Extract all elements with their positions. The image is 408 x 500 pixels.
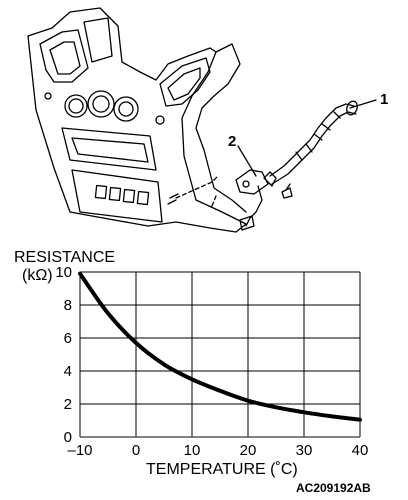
gauge-right <box>113 96 139 122</box>
instrument-panel-illustration <box>27 7 377 233</box>
gauge-center-inner <box>92 95 110 113</box>
x-tick-label: 20 <box>240 442 257 459</box>
y-tick-label: 2 <box>64 396 72 413</box>
y-tick-label: 4 <box>64 363 72 380</box>
right-vent <box>159 57 211 107</box>
control-button-2 <box>108 186 122 202</box>
leader-line-2 <box>237 145 257 177</box>
x-tick-label: 10 <box>184 442 201 459</box>
y-tick-label: 8 <box>64 297 72 314</box>
climate-control-block <box>71 169 163 223</box>
routing-dashed-line <box>175 175 219 207</box>
control-button-4 <box>136 190 150 206</box>
x-tick-labels: –10 0 10 20 30 40 <box>67 442 368 459</box>
panel-slot-lines <box>167 193 179 205</box>
x-axis-label: TEMPERATURE (˚C) <box>146 461 298 478</box>
knob-left <box>44 92 52 100</box>
control-button-3 <box>122 188 136 204</box>
display-slot <box>61 127 157 171</box>
left-vent-inner <box>49 41 81 75</box>
sensor-clip <box>263 171 277 187</box>
x-tick-label: 30 <box>296 442 313 459</box>
callout-1: 1 <box>380 91 388 108</box>
screw <box>281 183 293 199</box>
panel-outline <box>27 27 247 233</box>
sensor-wire <box>245 185 263 227</box>
y-tick-label: 6 <box>64 330 72 347</box>
sensor-bracket <box>235 169 269 195</box>
x-tick-label: 0 <box>132 442 140 459</box>
y-tick-label: 10 <box>55 264 72 281</box>
chart-grid <box>79 271 361 438</box>
x-tick-label: 40 <box>352 442 369 459</box>
resistance-curve <box>78 271 362 422</box>
leader-line-1 <box>349 99 377 109</box>
x-tick-label: –10 <box>67 442 92 459</box>
gauge-center <box>87 90 115 118</box>
center-vent <box>83 17 113 63</box>
gauge-left-inner <box>68 98 84 114</box>
control-button-1 <box>94 184 108 200</box>
knob-right <box>155 115 165 125</box>
y-tick-label: 0 <box>64 429 72 446</box>
y-tick-labels: 0 2 4 6 8 10 <box>55 264 72 446</box>
right-vent-inner <box>167 67 201 101</box>
left-vent-frame <box>39 29 89 83</box>
sensor-connector <box>239 215 255 231</box>
figure-code: AC209192AB <box>296 481 371 495</box>
chart-series <box>78 271 362 422</box>
hose-end <box>346 100 358 116</box>
aspirator-hose <box>269 103 355 177</box>
display-inner <box>71 137 149 163</box>
gauge-left <box>64 94 88 118</box>
gauge-right-inner <box>118 101 134 117</box>
panel-top-rim <box>51 7 217 81</box>
y-axis-unit: (kΩ) <box>22 267 53 284</box>
sensor-hole <box>242 180 250 188</box>
callout-2: 2 <box>228 133 236 150</box>
aspirator-hose-inner <box>271 111 357 185</box>
hose-ribs <box>295 111 341 161</box>
y-axis-label: RESISTANCE <box>14 249 115 266</box>
